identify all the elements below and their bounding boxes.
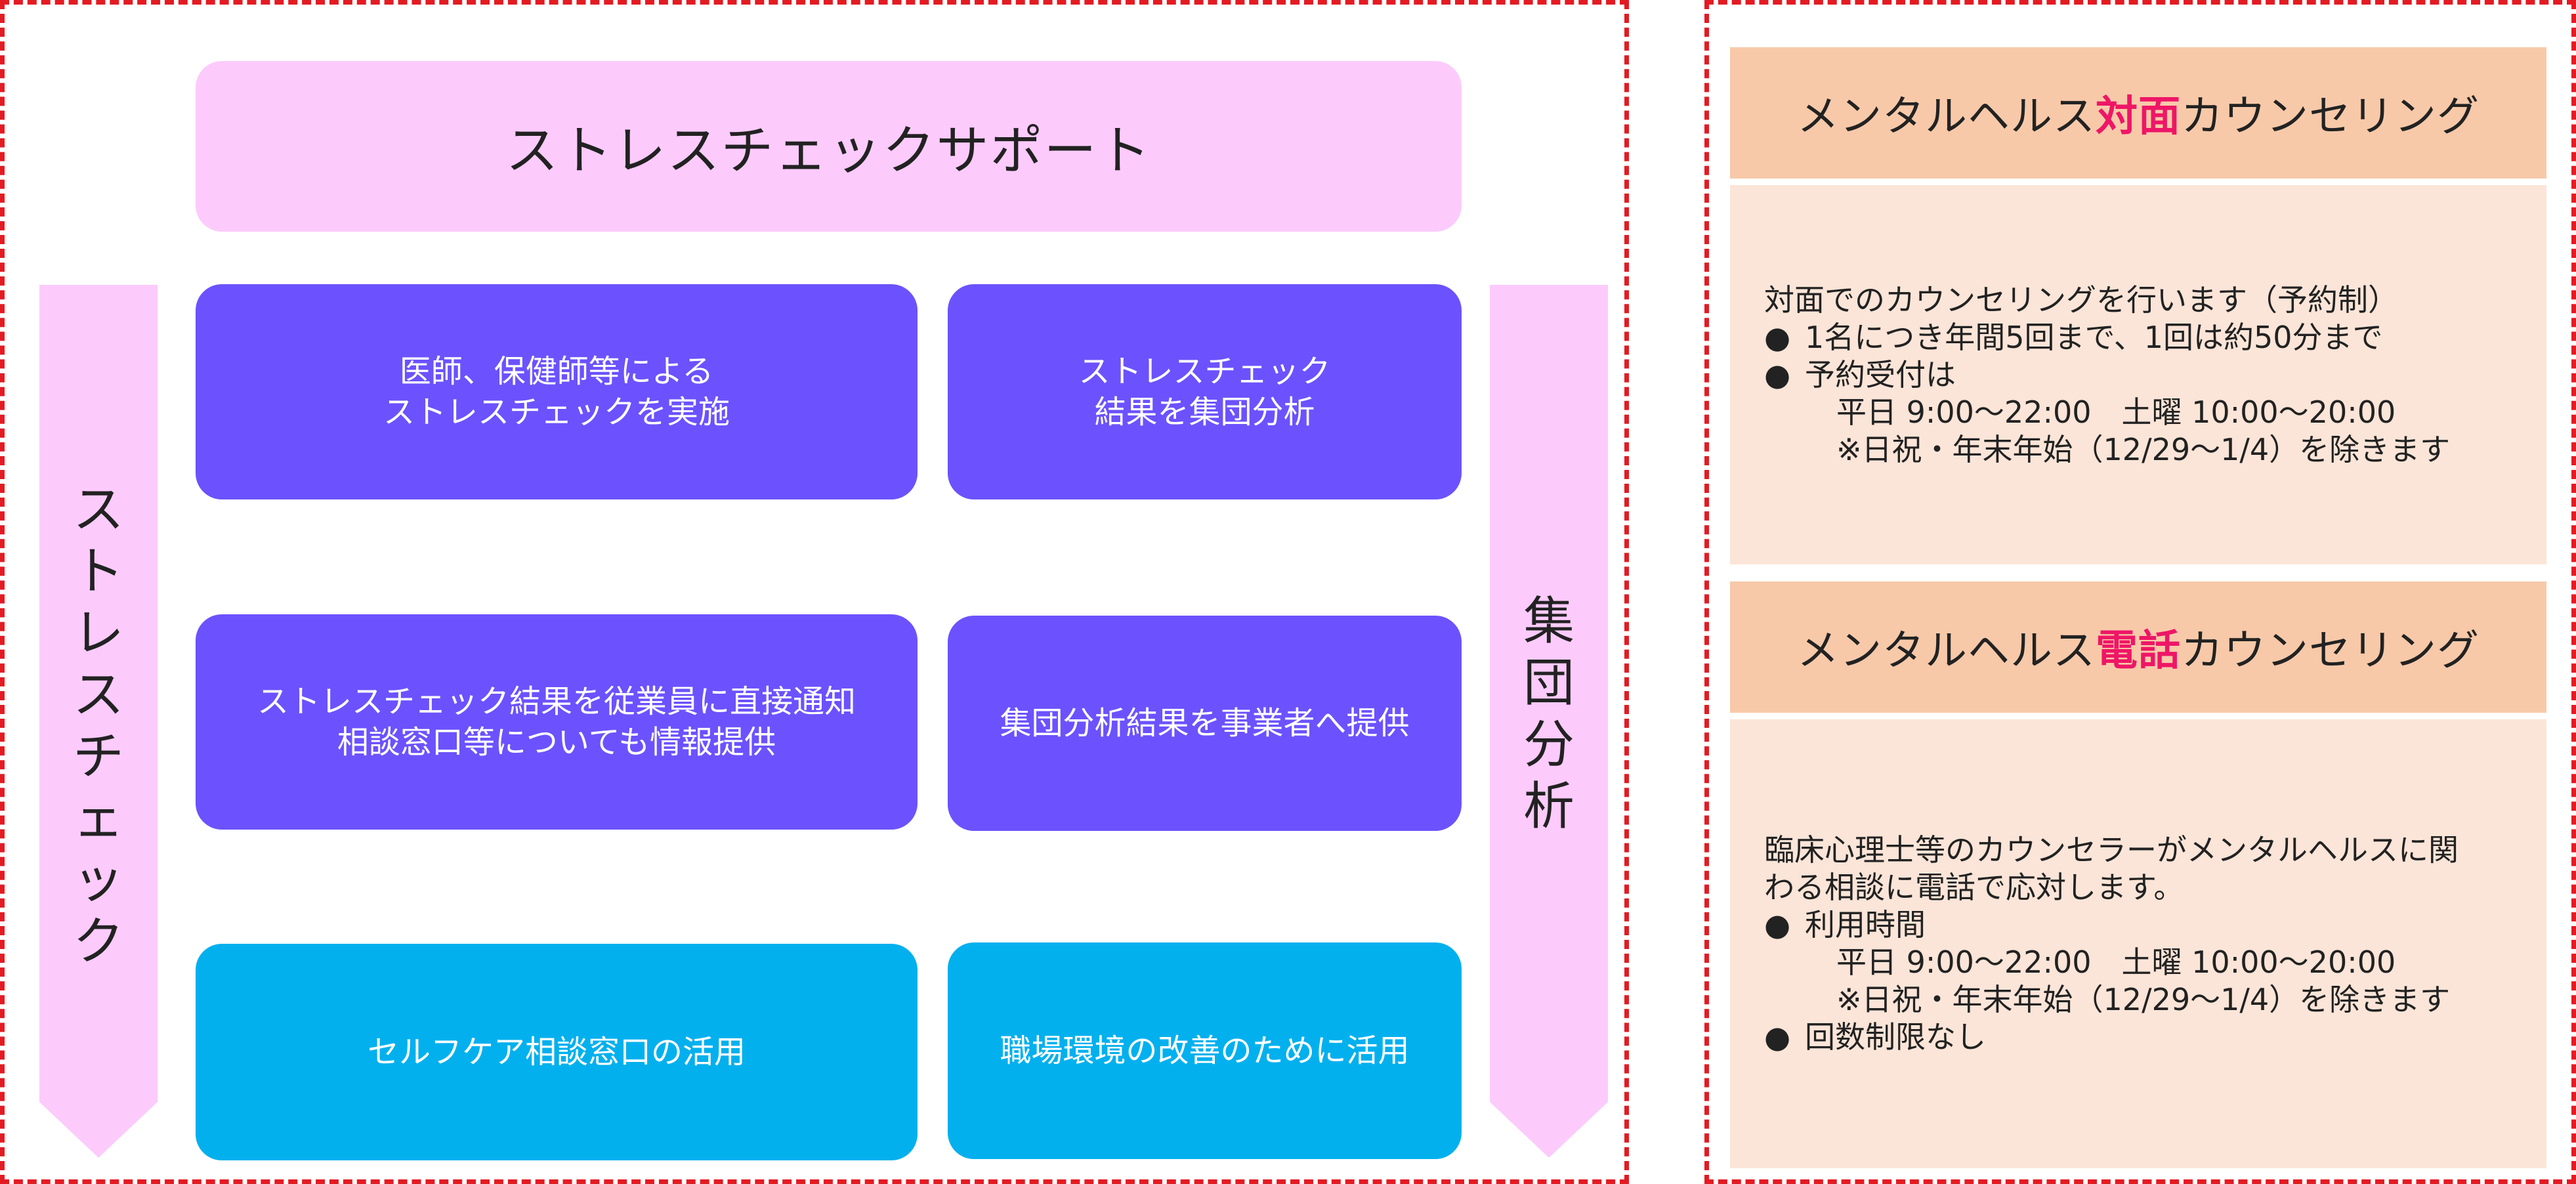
box-text-line: ストレスチェック — [1078, 353, 1331, 390]
group-analysis-arrow — [1490, 285, 1608, 1158]
bullet-text: 利用時間 — [1805, 907, 1926, 942]
face-bullet-reservation: ● 予約受付は — [1764, 356, 2512, 394]
arrow-char: ス — [72, 666, 124, 725]
phone-note: ※日祝・年末年始（12/29～1/4）を除きます — [1836, 982, 2451, 1017]
phone-hours: 平日 9:00～22:00 土曜 10:00～20:00 — [1836, 944, 2396, 980]
group-analysis-arrow-shape — [1490, 285, 1608, 1158]
stress-check-support-frame — [0, 0, 1629, 1184]
stress-check-arrow-shape — [39, 285, 158, 1158]
face-bullet-sessions: ● 1名につき年間5回まで、1回は約50分まで — [1764, 319, 2512, 356]
stress-check-support-header: ストレスチェックサポート — [196, 61, 1462, 232]
phone-intro-line1: 臨床心理士等のカウンセラーがメンタルヘルスに関 — [1764, 832, 2459, 868]
face-hours: 平日 9:00～22:00 土曜 10:00～20:00 — [1836, 394, 2396, 430]
title-text: メンタルヘルス — [1797, 93, 2096, 141]
box-doctor-stress-check: 医師、保健師等による ストレスチェックを実施 — [196, 284, 918, 499]
box-text-line: 相談窓口等についても情報提供 — [337, 724, 776, 761]
bullet-icon: ● — [1764, 1019, 1791, 1055]
face-counseling-body: 対面でのカウンセリングを行います（予約制） ● 1名につき年間5回まで、1回は約… — [1730, 185, 2546, 564]
title-text: メンタルヘルス — [1797, 627, 2096, 675]
bullet-icon: ● — [1764, 907, 1791, 942]
arrow-char: レ — [72, 604, 124, 663]
box-workplace-improvement: 職場環境の改善のために活用 — [948, 942, 1462, 1159]
arrow-char: ク — [72, 912, 124, 971]
arrow-char: チ — [72, 727, 124, 786]
phone-counseling-title: メンタルヘルス電話カウンセリング — [1730, 581, 2546, 713]
phone-bullet-hours: ● 利用時間 — [1764, 906, 2512, 944]
box-direct-notification: ストレスチェック結果を従業員に直接通知 相談窓口等についても情報提供 — [196, 614, 918, 830]
arrow-char: ト — [72, 542, 124, 601]
face-counseling-title: メンタルヘルス対面カウンセリング — [1730, 47, 2546, 179]
bullet-icon: ● — [1764, 319, 1791, 355]
group-analysis-arrow-label: 集 団 分 析 — [1490, 591, 1608, 837]
stress-check-arrow — [39, 285, 158, 1158]
face-intro: 対面でのカウンセリングを行います（予約制） — [1764, 282, 2398, 318]
title-accent: 電話 — [2096, 627, 2181, 675]
bullet-text: 予約受付は — [1805, 356, 1956, 392]
box-self-care-consultation: セルフケア相談窓口の活用 — [196, 944, 918, 1160]
box-text-line: 結果を集団分析 — [1094, 394, 1315, 431]
face-note: ※日祝・年末年始（12/29～1/4）を除きます — [1836, 431, 2451, 467]
arrow-char: 団 — [1523, 654, 1574, 713]
arrow-char: ッ — [72, 851, 124, 910]
phone-bullet-unlimited: ● 回数制限なし — [1764, 1019, 2512, 1056]
title-text: カウンセリング — [2181, 93, 2480, 141]
bullet-text: 1名につき年間5回まで、1回は約50分まで — [1805, 319, 2383, 355]
stress-check-arrow-label: ス ト レ ス チ ェ ッ ク — [39, 479, 158, 973]
bullet-icon: ● — [1764, 356, 1791, 392]
counseling-frame — [1704, 0, 2576, 1184]
title-text: カウンセリング — [2181, 627, 2480, 675]
arrow-char: ス — [72, 480, 124, 539]
title-accent: 対面 — [2096, 93, 2181, 141]
arrow-char: 析 — [1523, 777, 1574, 836]
bullet-text: 回数制限なし — [1805, 1019, 1986, 1055]
phone-intro-line2: わる相談に電話で応対します。 — [1764, 870, 2184, 905]
phone-counseling-body: 臨床心理士等のカウンセラーがメンタルヘルスに関 わる相談に電話で応対します。 ●… — [1730, 719, 2546, 1168]
arrow-char: 集 — [1523, 592, 1574, 651]
box-group-analysis-results: ストレスチェック 結果を集団分析 — [948, 284, 1462, 499]
box-provide-to-employer: 集団分析結果を事業者へ提供 — [948, 616, 1462, 831]
arrow-char: ェ — [72, 789, 124, 848]
box-text-line: ストレスチェックを実施 — [383, 394, 730, 431]
box-text-line: 医師、保健師等による — [399, 353, 714, 390]
arrow-char: 分 — [1523, 715, 1574, 774]
box-text-line: ストレスチェック結果を従業員に直接通知 — [257, 683, 856, 720]
